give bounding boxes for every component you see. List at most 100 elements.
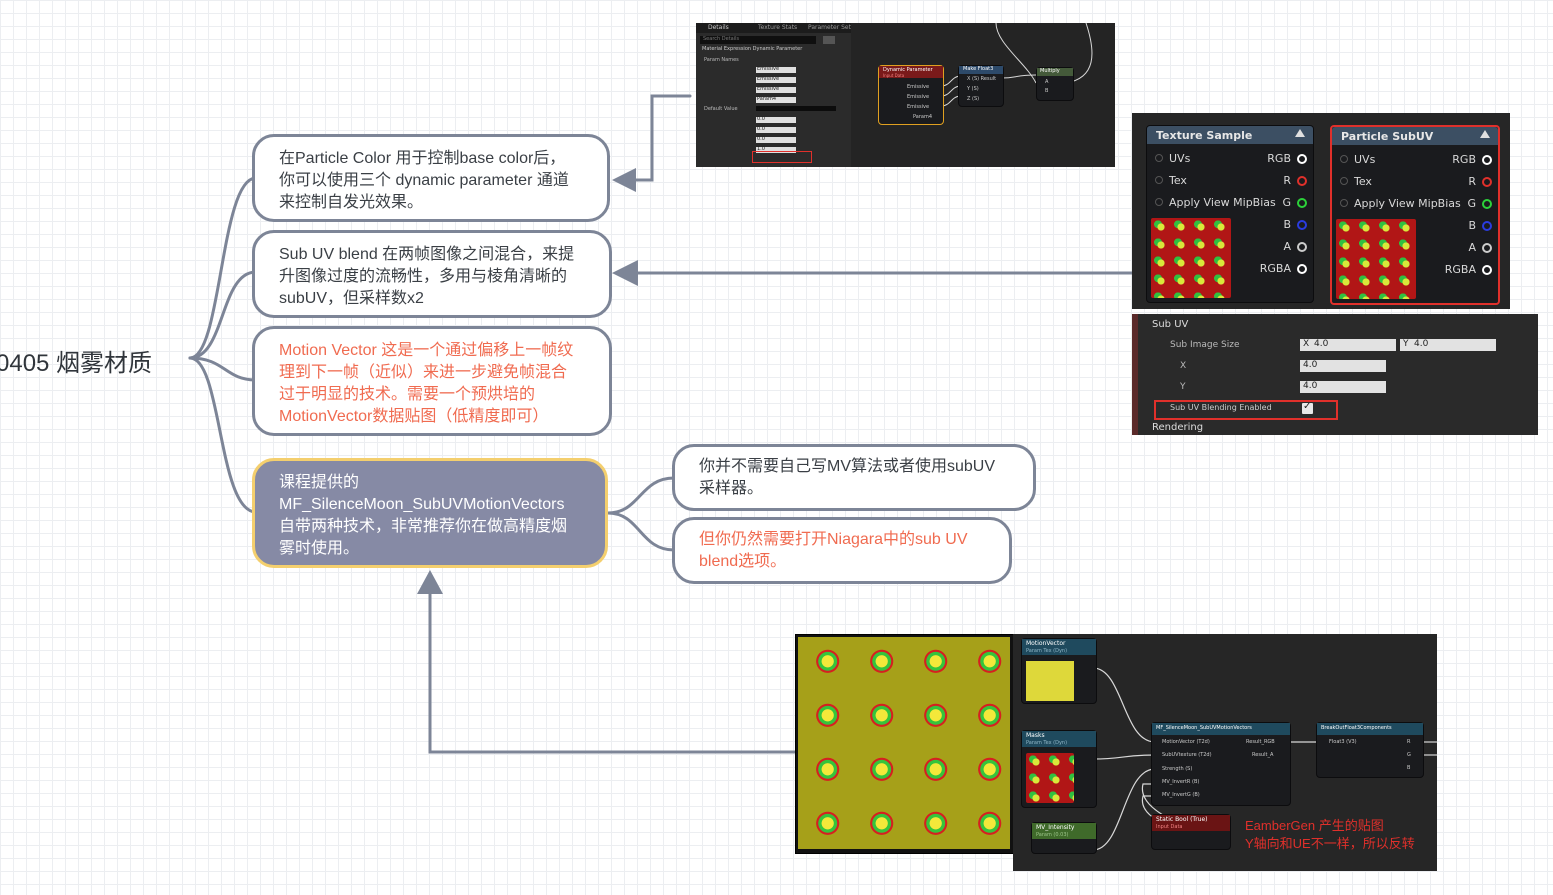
tab-parameter-set[interactable]: Parameter Set bbox=[808, 24, 851, 31]
root-topic[interactable]: 0405 烟雾材质 bbox=[0, 350, 153, 377]
node-texture-sample[interactable]: Texture Sample UVs Tex Apply View MipBia… bbox=[1146, 125, 1314, 303]
node-subuv-motionvectors-function[interactable]: MF_SilenceMoon_SubUVMotionVectors Motion… bbox=[1151, 722, 1291, 806]
pin-input-icon[interactable] bbox=[1340, 155, 1348, 163]
branch-particle-color bbox=[188, 176, 258, 360]
node-static-bool[interactable]: Static Bool (True) Input Data bbox=[1151, 814, 1231, 850]
pin-label: B bbox=[1407, 765, 1411, 771]
node-particle-subuv[interactable]: Particle SubUV UVs Tex Apply View MipBia… bbox=[1330, 125, 1500, 305]
topic-line: Sub UV blend 在两帧图像之间混合，来提 bbox=[279, 246, 575, 263]
x-field[interactable]: 4.0 bbox=[1300, 360, 1386, 372]
y-label: Y bbox=[1180, 382, 1186, 392]
pin-label: G bbox=[1282, 196, 1291, 209]
topic-particle-color[interactable]: 在Particle Color 用于控制base color后， 你可以使用三个… bbox=[252, 134, 610, 222]
section-rendering[interactable]: Rendering bbox=[1152, 422, 1204, 433]
view-options-button[interactable] bbox=[823, 36, 835, 44]
node-title: MotionVector bbox=[1026, 640, 1066, 647]
node-make-float3[interactable]: Make Float3 X (S) Result Y (S) Z (S) bbox=[958, 65, 1004, 107]
pin-output-icon[interactable] bbox=[1482, 155, 1492, 165]
pin-output-icon[interactable] bbox=[1482, 265, 1492, 275]
y-field[interactable]: 4.0 bbox=[1300, 381, 1386, 393]
topic-motion-vector[interactable]: Motion Vector 这是一个通过偏移上一帧纹 理到下一帧（近似）来进一步… bbox=[252, 326, 612, 436]
param-name-field[interactable]: Emissive bbox=[756, 76, 796, 83]
tab-texture-stats[interactable]: Texture Stats bbox=[758, 24, 798, 31]
pin-output-icon[interactable] bbox=[1297, 264, 1307, 274]
pin-input-icon[interactable] bbox=[1340, 199, 1348, 207]
default-value: 1.0 bbox=[757, 146, 765, 152]
topic-line: 雾时使用。 bbox=[279, 540, 360, 557]
pin-input-icon[interactable] bbox=[1155, 176, 1163, 184]
node-dynamic-parameter[interactable]: Dynamic Parameter Input Data Emissive Em… bbox=[878, 65, 944, 125]
topic-line: 自带两种技术，非常推荐你在做高精度烟 bbox=[279, 518, 568, 535]
pin-label: UVs bbox=[1169, 152, 1191, 165]
topic-line: 但你仍然需要打开Niagara中的sub UV bbox=[699, 531, 968, 548]
node-title: Make Float3 bbox=[963, 66, 994, 72]
topic-line: 来控制自发光效果。 bbox=[279, 194, 424, 211]
pin-output-icon[interactable] bbox=[1297, 154, 1307, 164]
param-name-field[interactable]: Param4 bbox=[756, 96, 796, 103]
node-masks-param[interactable]: Masks Param Tex (Dyn) bbox=[1021, 730, 1097, 808]
collapse-arrow-icon[interactable] bbox=[1480, 130, 1490, 138]
topic-line: 你并不需要自己写MV算法或者使用subUV bbox=[699, 458, 996, 475]
tab-details[interactable]: Details bbox=[708, 24, 729, 31]
pin-label: Apply View MipBias bbox=[1169, 196, 1276, 209]
node-multiply[interactable]: Multiply A B bbox=[1036, 67, 1074, 101]
screenshot-subuv-nodes: Texture Sample UVs Tex Apply View MipBia… bbox=[1132, 113, 1510, 309]
pin-label: Float3 (V3) bbox=[1329, 739, 1357, 745]
motion-vector-texture bbox=[798, 637, 1010, 849]
subtopic-still-need[interactable]: 但你仍然需要打开Niagara中的sub UV blend选项。 bbox=[672, 517, 1012, 584]
topic-subuv-blend[interactable]: Sub UV blend 在两帧图像之间混合，来提 升图像过度的流畅性，多用与棱… bbox=[252, 230, 612, 318]
pin-output-icon[interactable] bbox=[1482, 221, 1492, 231]
pin-label: G bbox=[1467, 197, 1476, 210]
pin-label: A bbox=[1283, 240, 1291, 253]
branch-still-need bbox=[606, 511, 676, 552]
param-names-label: Param Names bbox=[704, 57, 739, 63]
sub-image-y-field[interactable]: Y 4.0 bbox=[1400, 339, 1496, 351]
pin-output-icon[interactable] bbox=[1482, 177, 1492, 187]
topic-line: 你可以使用三个 dynamic parameter 通道 bbox=[279, 172, 569, 189]
pin-output-icon[interactable] bbox=[1297, 198, 1307, 208]
topic-line: 采样器。 bbox=[699, 480, 764, 497]
pin-label: Strength (S) bbox=[1162, 766, 1193, 772]
annotation-line: Y轴向和UE不一样，所以反转 bbox=[1245, 836, 1415, 851]
topic-line: blend选项。 bbox=[699, 553, 787, 570]
topic-course-function[interactable]: 课程提供的 MF_SilenceMoon_SubUVMotionVectors … bbox=[252, 458, 608, 568]
default-value: 0.0 bbox=[757, 116, 765, 122]
pin-label: MV_InvertR (B) bbox=[1162, 779, 1200, 785]
pin-label: RGBA bbox=[1444, 263, 1476, 276]
pin-input-icon[interactable] bbox=[1155, 198, 1163, 206]
node-title: MV_Intensity bbox=[1036, 824, 1075, 831]
pin-label: Emissive bbox=[907, 84, 930, 90]
node-title: Particle SubUV bbox=[1341, 130, 1434, 143]
default-value-field[interactable]: 1.0 bbox=[756, 146, 796, 153]
pin-label: UVs bbox=[1354, 153, 1376, 166]
default-value-field[interactable]: 0.0 bbox=[756, 136, 796, 143]
annotation-line: EamberGen 产生的贴图 bbox=[1245, 818, 1384, 833]
section-sub-uv[interactable]: Sub UV bbox=[1152, 319, 1189, 330]
default-value-field[interactable]: 0.0 bbox=[756, 116, 796, 123]
pin-input-icon[interactable] bbox=[1155, 154, 1163, 162]
param-name-field[interactable]: Emissive bbox=[756, 86, 796, 93]
pin-output-icon[interactable] bbox=[1297, 176, 1307, 186]
node-motion-vector-param[interactable]: MotionVector Param Tex (Dyn) bbox=[1021, 638, 1097, 704]
pin-output-icon[interactable] bbox=[1297, 220, 1307, 230]
pin-output-icon[interactable] bbox=[1297, 242, 1307, 252]
param-name-value: Param4 bbox=[757, 96, 777, 102]
collapse-arrow-icon[interactable] bbox=[1295, 129, 1305, 137]
subtopic-no-need[interactable]: 你并不需要自己写MV算法或者使用subUV 采样器。 bbox=[672, 444, 1036, 511]
pin-output-icon[interactable] bbox=[1482, 243, 1492, 253]
node-mv-intensity[interactable]: MV_Intensity Param (0.03) bbox=[1031, 822, 1097, 854]
pin-input-icon[interactable] bbox=[1340, 177, 1348, 185]
blend-checkbox[interactable]: ✓ bbox=[1302, 401, 1313, 414]
pin-output-icon[interactable] bbox=[1482, 199, 1492, 209]
default-value-field[interactable]: 0.0 bbox=[756, 126, 796, 133]
param-name-field[interactable]: Emissive bbox=[756, 66, 796, 73]
sub-image-x-field[interactable]: X 4.0 bbox=[1300, 339, 1396, 351]
node-breakout-float3[interactable]: BreakOutFloat3Components Float3 (V3) R G… bbox=[1316, 722, 1424, 778]
topic-line: MF_SilenceMoon_SubUVMotionVectors bbox=[279, 496, 565, 513]
search-input[interactable]: Search Details bbox=[700, 36, 816, 44]
pin-label: B bbox=[1468, 219, 1476, 232]
blend-highlight-box bbox=[1154, 400, 1338, 420]
pin-label: RGB bbox=[1452, 153, 1476, 166]
param-name-value: Emissive bbox=[757, 86, 780, 92]
